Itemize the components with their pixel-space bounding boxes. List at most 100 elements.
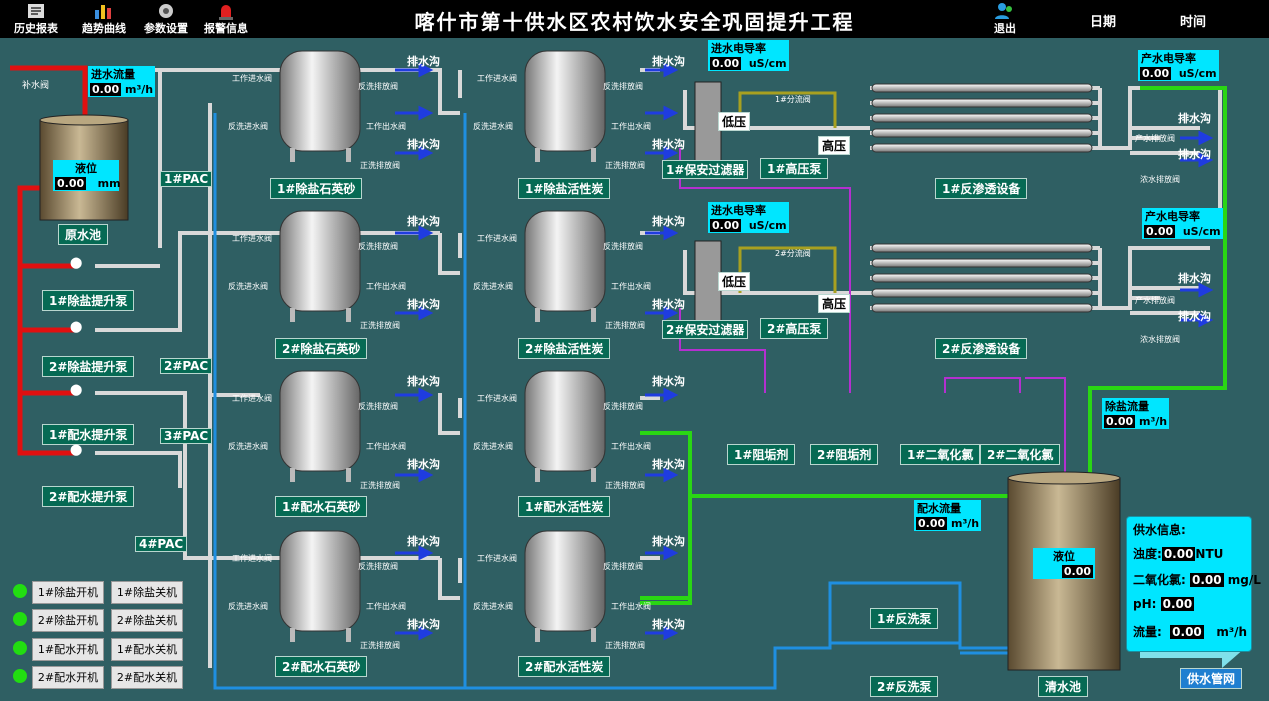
raw-pool-name: 原水池 [58, 224, 109, 245]
raw-pipe-main [17, 185, 75, 456]
ro-tube-bank-2 [871, 243, 1093, 313]
supply-1-stop-button[interactable]: 1#配水关机 [111, 638, 183, 661]
desalt-1-stop-button[interactable]: 1#除盐关机 [111, 581, 183, 604]
supply-pump-2-label[interactable]: 2#配水提升泵 [42, 486, 135, 507]
drain-label: 排水沟 [652, 138, 685, 151]
desalt-pump-1-label[interactable]: 1#除盐提升泵 [42, 290, 135, 311]
ro-device-2-label: 2#反渗透设备 [935, 338, 1028, 359]
drain-label: 排水沟 [407, 215, 440, 228]
filter-label: 1#配水石英砂 [275, 496, 368, 517]
work-in-valve-label: 工作进水阀 [477, 74, 517, 83]
filter-vessel [524, 530, 606, 642]
work-out-valve-label: 工作出水阀 [366, 122, 406, 131]
report-icon [28, 4, 44, 18]
param-settings-button[interactable]: 参数设置 [136, 2, 196, 36]
users-icon [995, 3, 1012, 19]
work-out-valve-label: 工作出水阀 [611, 602, 651, 611]
filter-label: 2#配水石英砂 [275, 656, 368, 677]
filter-vessel [279, 50, 361, 162]
run-status-led [13, 584, 27, 598]
run-status-led [13, 641, 27, 655]
history-report-button[interactable]: 历史报表 [6, 2, 66, 36]
supply-2-start-button[interactable]: 2#配水开机 [32, 666, 104, 689]
process-stage: 补水阀 进水流量 0.00 m³/h 液位 0.00 mm 原水池 1#除盐提升… [0, 38, 1269, 701]
run-status-led [13, 669, 27, 683]
ro2-inlet-conductivity: 进水电导率 0.00 uS/cm [708, 202, 789, 233]
trend-curve-button[interactable]: 趋势曲线 [74, 2, 134, 36]
dosing-3-label[interactable]: 1#二氧化氯 [900, 444, 981, 465]
settings-icon [159, 4, 173, 18]
backwash-in-valve-label: 反洗进水阀 [473, 602, 513, 611]
alarm-light-icon [219, 5, 233, 20]
rinse-out-valve-label: 正洗排放阀 [360, 161, 400, 170]
drain-label: 排水沟 [1178, 112, 1211, 125]
alarm-info-button[interactable]: 报警信息 [196, 2, 256, 36]
rinse-out-valve-label: 正洗排放阀 [360, 321, 400, 330]
work-in-valve-label: 工作进水阀 [477, 234, 517, 243]
work-in-valve-label: 工作进水阀 [232, 394, 272, 403]
backwash-out-valve-label: 反洗排放阀 [603, 402, 643, 411]
product-valve-label: 产水排放阀 [1135, 296, 1175, 305]
work-out-valve-label: 工作出水阀 [366, 442, 406, 451]
work-in-valve-label: 工作进水阀 [232, 554, 272, 563]
filter-vessel [279, 210, 361, 322]
ro1-bypass-label: 1#分流阀 [775, 95, 811, 104]
work-out-valve-label: 工作出水阀 [611, 442, 651, 451]
pump-icon[interactable]: ⬤ [70, 443, 83, 456]
backwash-out-valve-label: 反洗排放阀 [358, 82, 398, 91]
ro-device-1-label: 1#反渗透设备 [935, 178, 1028, 199]
dosing-4-label[interactable]: 2#二氧化氯 [980, 444, 1061, 465]
backwash-out-valve-label: 反洗排放阀 [603, 242, 643, 251]
pump-icon[interactable]: ⬤ [70, 256, 83, 269]
filter-label: 1#除盐石英砂 [270, 178, 363, 199]
filter-label: 2#除盐活性炭 [518, 338, 611, 359]
filter-label: 2#除盐石英砂 [275, 338, 368, 359]
concentrate-valve-label: 浓水排放阀 [1140, 175, 1180, 184]
pac-4-label: 4#PAC [135, 536, 188, 552]
desalt-2-stop-button[interactable]: 2#除盐关机 [111, 609, 183, 632]
desalt-2-start-button[interactable]: 2#除盐开机 [32, 609, 104, 632]
supply-2-stop-button[interactable]: 2#配水关机 [111, 666, 183, 689]
hp-pump-1-label[interactable]: 1#高压泵 [760, 158, 829, 179]
dosing-2-label[interactable]: 2#阻垢剂 [810, 444, 879, 465]
rinse-out-valve-label: 正洗排放阀 [360, 481, 400, 490]
rinse-out-valve-label: 正洗排放阀 [605, 481, 645, 490]
backwash-out-valve-label: 反洗排放阀 [603, 82, 643, 91]
pac-3-label: 3#PAC [160, 428, 213, 444]
drain-label: 排水沟 [407, 535, 440, 548]
logout-button[interactable]: 退出 [990, 2, 1020, 36]
supply-1-start-button[interactable]: 1#配水开机 [32, 638, 104, 661]
ro1-product-conductivity: 产水电导率 0.00 uS/cm [1138, 50, 1219, 81]
work-in-valve-label: 工作进水阀 [477, 394, 517, 403]
drain-label: 排水沟 [652, 618, 685, 631]
supply-pump-1-label[interactable]: 1#配水提升泵 [42, 424, 135, 445]
security-filter-1-label: 1#保安过滤器 [662, 160, 749, 179]
drain-label: 排水沟 [1178, 272, 1211, 285]
backwash-out-valve-label: 反洗排放阀 [358, 562, 398, 571]
ro1-high-label: 高压 [818, 136, 851, 155]
ph-row: pH: 0.00 [1133, 597, 1195, 611]
filter-label: 2#配水活性炭 [518, 656, 611, 677]
supply-network-label[interactable]: 供水管网 [1180, 668, 1243, 689]
ro2-bypass-label: 2#分流阀 [775, 249, 811, 258]
pump-icon[interactable]: ⬤ [70, 320, 83, 333]
backwash-in-valve-label: 反洗进水阀 [228, 442, 268, 451]
filter-vessel [524, 210, 606, 322]
pump-icon[interactable]: ⬤ [70, 383, 83, 396]
backwash-pump-2-label[interactable]: 2#反洗泵 [870, 676, 939, 697]
rinse-out-valve-label: 正洗排放阀 [605, 321, 645, 330]
drain-label: 排水沟 [407, 618, 440, 631]
drain-label: 排水沟 [652, 55, 685, 68]
backwash-pump-1-label[interactable]: 1#反洗泵 [870, 608, 939, 629]
backwash-out-valve-label: 反洗排放阀 [358, 402, 398, 411]
desalt-1-start-button[interactable]: 1#除盐开机 [32, 581, 104, 604]
hp-pump-2-label[interactable]: 2#高压泵 [760, 318, 829, 339]
rinse-out-valve-label: 正洗排放阀 [605, 641, 645, 650]
rinse-out-valve-label: 正洗排放阀 [605, 161, 645, 170]
desalt-pump-2-label[interactable]: 2#除盐提升泵 [42, 356, 135, 377]
dosing-1-label[interactable]: 1#阻垢剂 [727, 444, 796, 465]
raw-pipe-makeup [10, 65, 88, 118]
filter-label: 1#配水活性炭 [518, 496, 611, 517]
